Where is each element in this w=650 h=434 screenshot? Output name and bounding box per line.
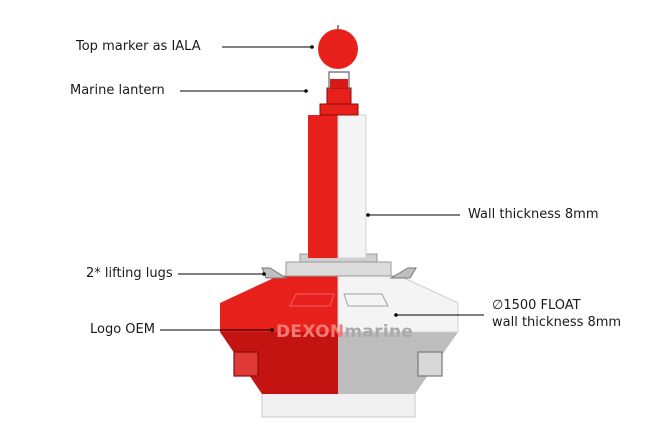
label-lifting-lugs: 2* lifting lugs xyxy=(86,266,173,281)
mast-red xyxy=(308,115,338,258)
lantern-body xyxy=(326,87,352,105)
float-upper-red xyxy=(220,276,338,332)
collar xyxy=(285,261,392,277)
deck-frame-left xyxy=(289,293,335,307)
leader-lantern-dot xyxy=(304,89,308,93)
lifting-lug-right xyxy=(389,267,417,279)
leader-wall-dot xyxy=(366,213,370,217)
leader-top-marker-dot xyxy=(310,45,314,49)
label-top-marker: Top marker as IALA xyxy=(76,39,201,54)
lifting-lug-left xyxy=(261,267,288,279)
hatch-left xyxy=(233,351,259,377)
hatch-right xyxy=(417,351,443,377)
float-lower-red xyxy=(220,332,338,394)
logo-part-marine: marine xyxy=(344,322,414,342)
label-logo-oem: Logo OEM xyxy=(90,322,155,337)
logo-part-dexon: DEXON xyxy=(276,322,345,342)
top-marker-sphere xyxy=(318,29,358,69)
float-lower-grey xyxy=(338,332,458,394)
label-marine-lantern: Marine lantern xyxy=(70,83,165,98)
leader-logo-dot xyxy=(270,328,274,332)
lantern-base xyxy=(319,103,359,116)
label-float-wall: wall thickness 8mm xyxy=(492,315,622,330)
leader-float-dot xyxy=(394,313,398,317)
lantern-cap xyxy=(330,79,348,88)
label-wall-thickness: Wall thickness 8mm xyxy=(468,207,599,222)
mast-white xyxy=(337,114,367,259)
oem-logo: DEXONmarine xyxy=(276,322,413,342)
label-float-diameter: ∅1500 FLOAT xyxy=(492,298,581,313)
marker-bracket xyxy=(328,71,350,90)
leader-lugs-dot xyxy=(262,272,266,276)
base-ring xyxy=(261,390,416,418)
deck-frame-right xyxy=(343,293,389,307)
